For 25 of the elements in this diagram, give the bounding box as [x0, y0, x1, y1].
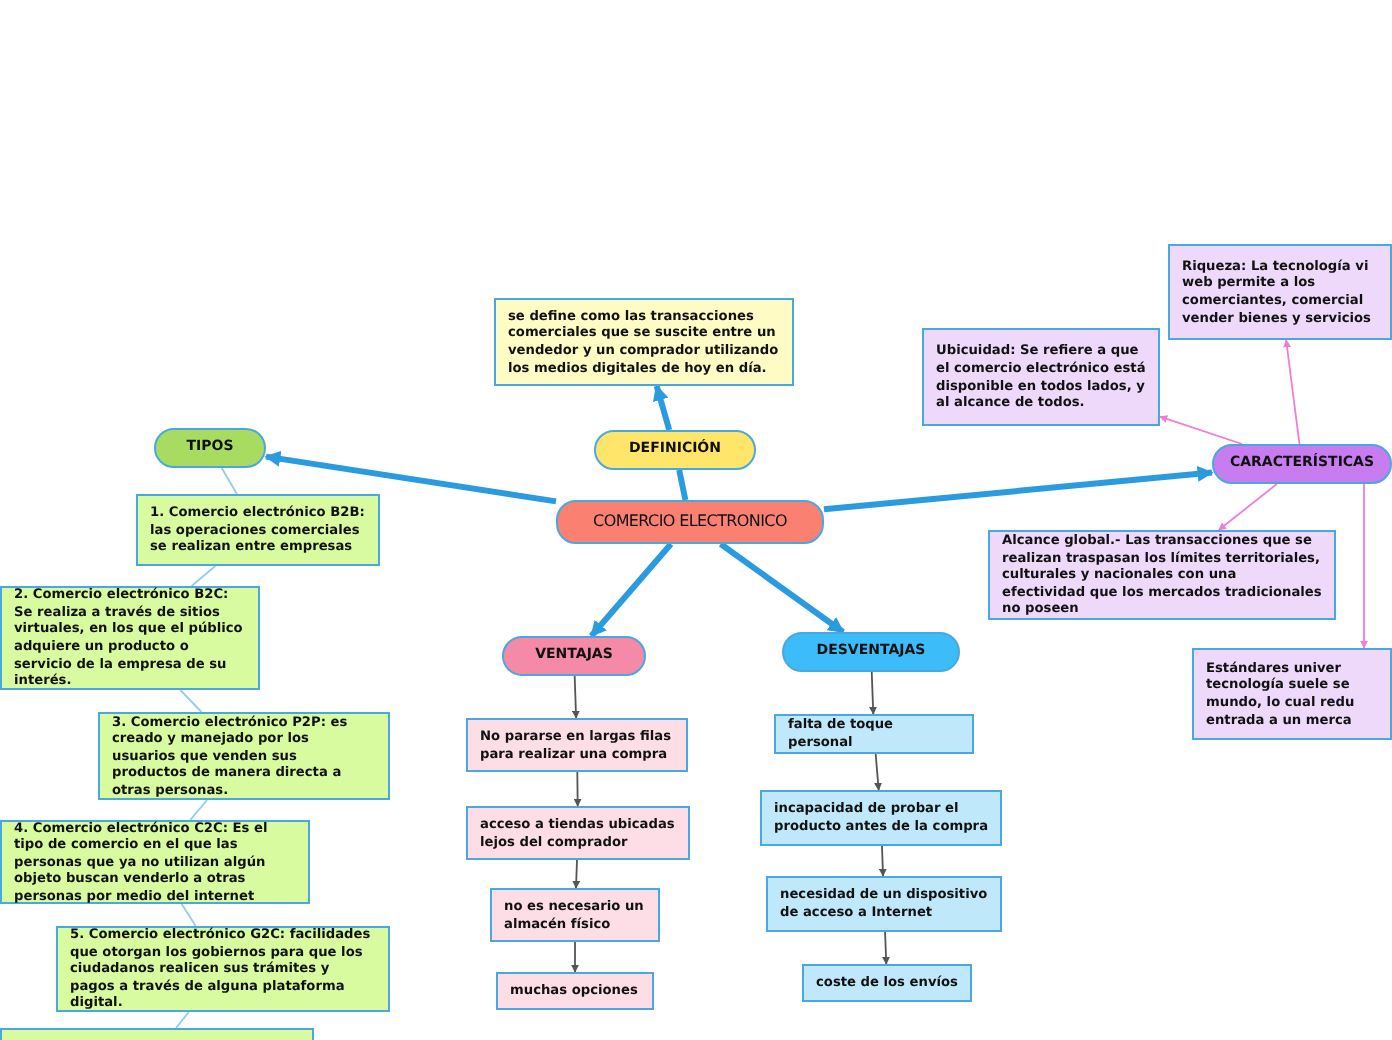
- central-topic: COMERCIO ELECTRONICO: [556, 500, 824, 544]
- connector: [175, 1011, 190, 1029]
- connector: [869, 671, 877, 715]
- connector: [823, 465, 1214, 513]
- connector: [264, 450, 557, 505]
- connector: [571, 675, 580, 719]
- connector: [676, 469, 689, 501]
- connector: [179, 689, 203, 713]
- connector: [882, 931, 890, 965]
- connector: [1283, 339, 1301, 445]
- connector: [878, 845, 887, 877]
- connector: [874, 753, 883, 791]
- connector: [190, 565, 217, 587]
- connector: [652, 384, 673, 431]
- connector: [220, 467, 238, 495]
- connector: [180, 903, 197, 927]
- connector: [573, 771, 582, 807]
- connector: [718, 541, 845, 635]
- connector: [1217, 483, 1278, 531]
- connector: [1360, 483, 1368, 649]
- connector: [571, 941, 579, 973]
- connector: [572, 859, 581, 889]
- connector: [589, 542, 674, 638]
- connector: [1159, 415, 1243, 445]
- connector: [189, 799, 208, 821]
